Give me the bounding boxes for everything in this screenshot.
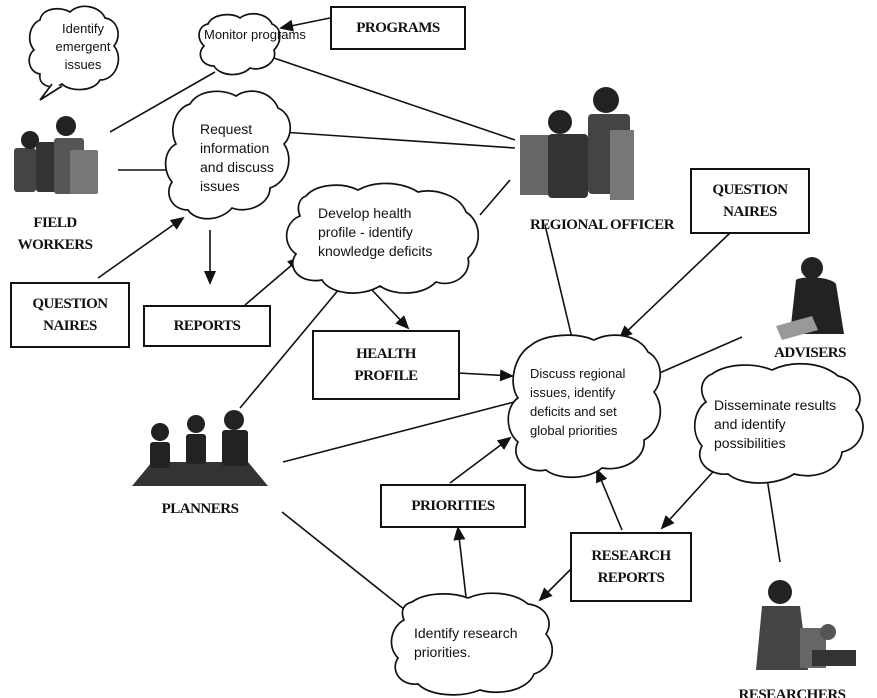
box-programs: PROGRAMS [330, 6, 466, 50]
arrow-reports-to-develop [244, 256, 302, 306]
line-request-to-regional [281, 131, 516, 149]
line-develop-to-regional [479, 179, 511, 216]
label-planners: PLANNERS [161, 501, 239, 517]
arrow-health-profile-to-discuss [457, 369, 514, 382]
line-monitor-to-regional [264, 54, 516, 141]
box-reports: REPORTS [143, 305, 271, 347]
line-planners-to-identify-research [281, 511, 406, 611]
cloud-disseminate [693, 362, 864, 484]
cloud-text-identify-research: Identify research priorities. [414, 625, 518, 660]
label-advisers: ADVISERS [774, 345, 846, 361]
line-researchers-to-disseminate [766, 477, 781, 563]
cloud-discuss-regional [507, 334, 662, 479]
cloud-identify-issues-tail [39, 83, 63, 101]
connector-lines [109, 54, 781, 611]
cloud-text-monitor-programs: Monitor programs [204, 27, 306, 42]
arrow-develop-to-health-profile [371, 289, 410, 330]
box-questionnaires-left: QUESTION NAIRES [10, 282, 130, 348]
cloud-identify-issues [28, 5, 120, 91]
box-research-reports: RESEARCH REPORTS [570, 532, 692, 602]
arrow-disseminate-to-research-reports [660, 461, 723, 530]
arrow-priorities-to-discuss [449, 436, 512, 484]
field-workers-figure [14, 116, 98, 194]
cloud-develop-profile [285, 182, 480, 294]
line-advisers-to-discuss [647, 336, 743, 379]
clouds [28, 5, 864, 696]
box-health-profile: HEALTH PROFILE [312, 330, 460, 400]
arrow-programs-to-monitor [279, 17, 331, 32]
cloud-request-info [164, 90, 292, 220]
arrow-research-reports-to-discuss [596, 468, 623, 531]
line-fieldworkers-to-monitor [109, 71, 216, 133]
label-regional-officer: REGIONAL OFFICER [529, 217, 675, 233]
cloud-text-disseminate: Disseminate results and identify possibi… [714, 397, 837, 451]
line-planners-to-discuss [282, 401, 515, 463]
cloud-identify-research [390, 592, 554, 696]
researchers-figure [756, 580, 856, 670]
advisers-figure [776, 257, 844, 340]
line-planners-to-develop [239, 281, 346, 409]
regional-officer-figure [520, 87, 634, 200]
arrow-research-reports-to-identify [538, 564, 576, 602]
line-regional-to-discuss [544, 224, 573, 339]
cloud-text-identify-issues: Identify emergent issues [55, 21, 111, 72]
arrow-questionnaires-to-request [97, 216, 185, 279]
label-researchers: RESEARCHERS [738, 687, 846, 698]
label-field-workers: FIELD WORKERS [17, 215, 93, 253]
box-questionnaires-right: QUESTION NAIRES [690, 168, 810, 234]
box-priorities: PRIORITIES [380, 484, 526, 528]
cloud-monitor-programs [198, 12, 281, 76]
arrow-questionnaires-right-to-discuss [618, 232, 731, 340]
arrow-identify-to-priorities [453, 526, 467, 598]
cloud-text-request-info: Request information and discuss issues [200, 121, 274, 194]
cloud-text-discuss-regional: Discuss regional issues, identify defici… [530, 366, 626, 438]
arrows [97, 17, 731, 602]
planners-figure [132, 410, 268, 486]
cloud-text-develop-profile: Develop health profile - identify knowle… [318, 205, 433, 259]
